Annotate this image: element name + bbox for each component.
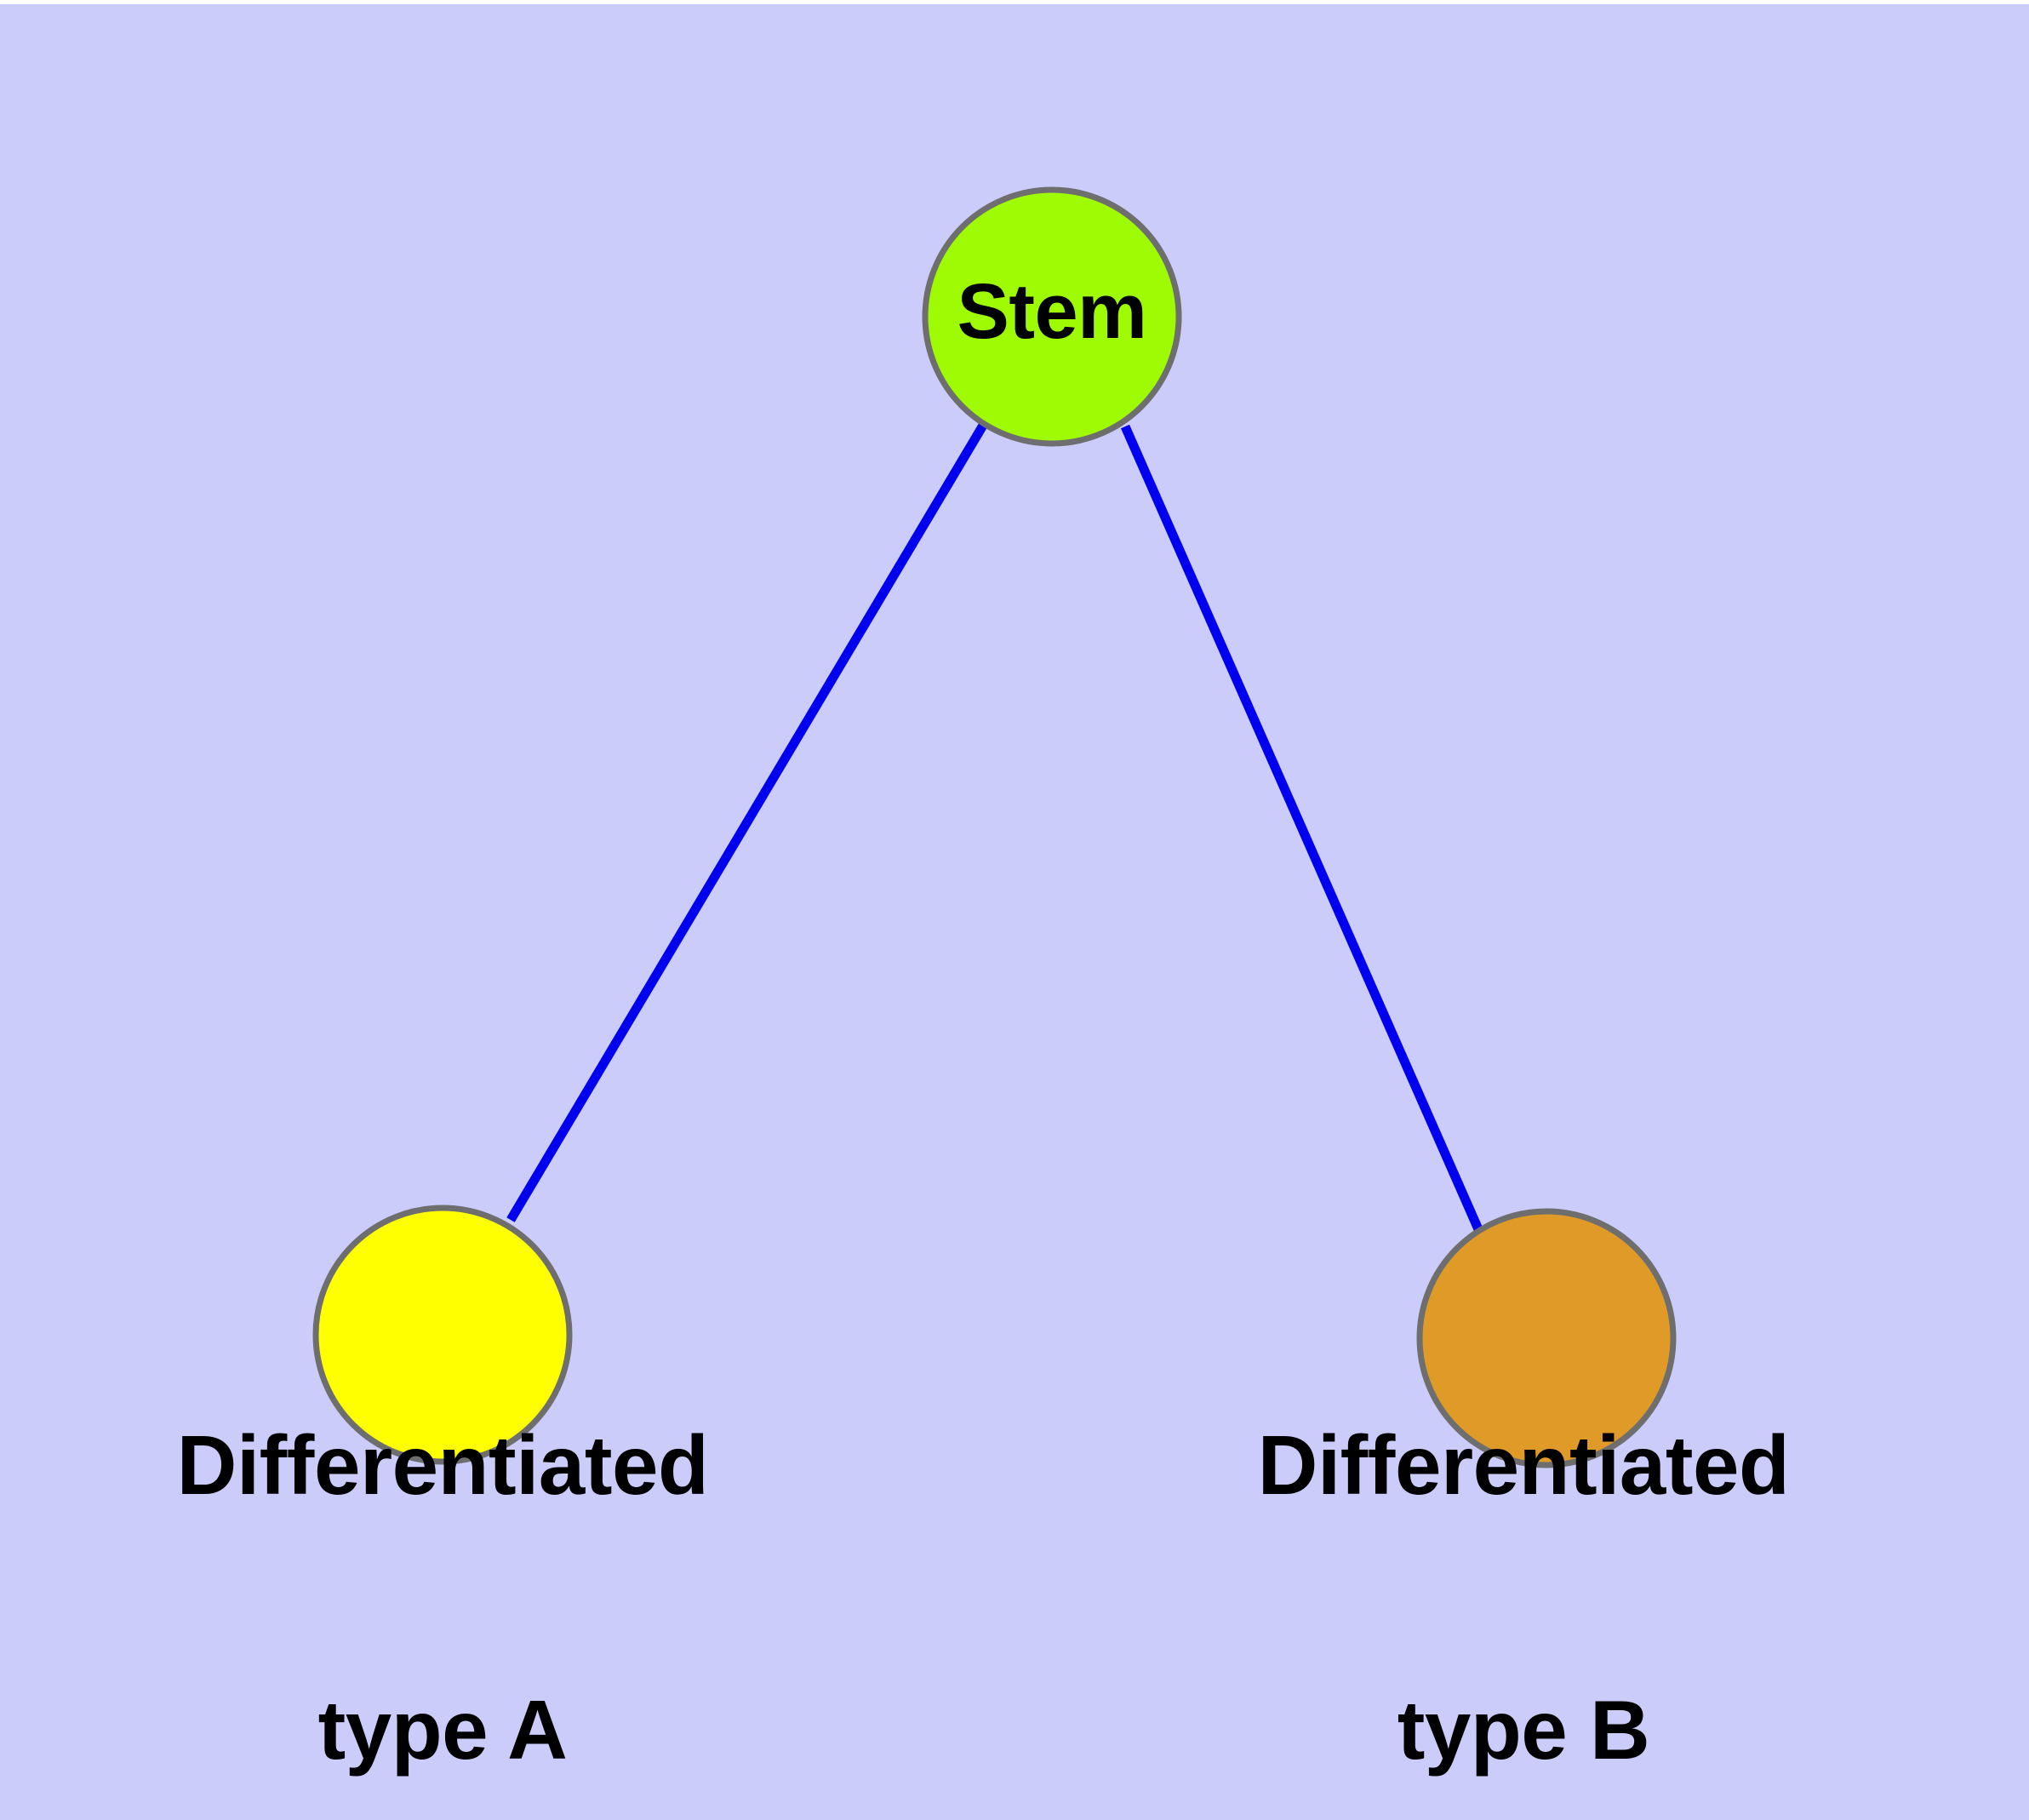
edge-stem-to-type-b[interactable] [1120, 424, 1483, 1232]
node-stem[interactable] [922, 186, 1182, 447]
node-group [312, 186, 1677, 1468]
node-differentiated-type-a[interactable] [312, 1205, 573, 1465]
edge-group [506, 421, 1483, 1232]
edge-stem-to-type-a[interactable] [506, 421, 988, 1222]
node-differentiated-type-b[interactable] [1416, 1208, 1677, 1468]
